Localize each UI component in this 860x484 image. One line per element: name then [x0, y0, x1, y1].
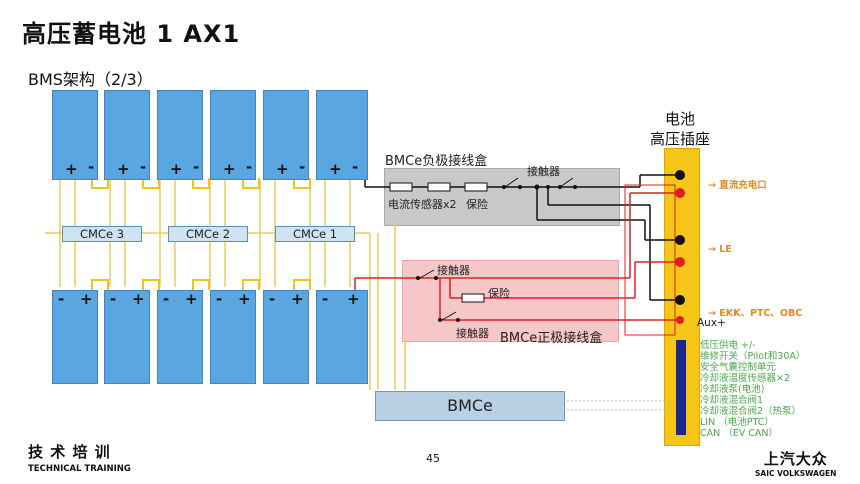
- output-le: → LE: [708, 244, 732, 255]
- lv-pin: 维修开关（Pilot和30A）: [700, 351, 806, 362]
- lv-pin: 冷却液温度传感器×2: [700, 373, 791, 384]
- positive-contactor-top-label: 接触器: [437, 264, 470, 277]
- minus-sign: -: [163, 290, 170, 308]
- plus-sign: +: [117, 160, 130, 178]
- page-subtitle: BMS架构（2/3）: [28, 70, 153, 89]
- lv-pin: 冷却液混合阀1: [700, 395, 764, 406]
- training-title: 技 术 培 训: [28, 443, 111, 461]
- output-dc-charge: → 直流充电口: [708, 180, 767, 191]
- aux-plus-label: Aux+: [697, 317, 726, 329]
- minus-sign: -: [58, 290, 65, 308]
- battery-cell: [157, 290, 203, 384]
- minus-sign: -: [246, 158, 253, 176]
- plus-sign: +: [170, 160, 183, 178]
- lv-signal-lines: [563, 400, 680, 411]
- minus-sign: -: [299, 158, 306, 176]
- lv-pin: 冷却液泵(电池): [700, 384, 765, 395]
- connector-title-line2: 高压插座: [649, 130, 710, 148]
- neg-components: [389, 177, 574, 192]
- plus-sign: +: [347, 290, 360, 308]
- connector-title-line1: 电池: [664, 110, 695, 128]
- connector-pins: [675, 170, 685, 324]
- cmce-module-3: CMCe 3: [62, 226, 142, 242]
- battery-cell: [157, 90, 203, 180]
- negative-hv-path: [364, 174, 680, 301]
- lv-pin: 冷却液混合阀2（热泵）: [700, 406, 802, 417]
- minus-sign: -: [110, 290, 117, 308]
- plus-sign: +: [223, 160, 236, 178]
- plus-sign: +: [65, 160, 78, 178]
- positive-fuse-label: 保险: [488, 287, 510, 300]
- minus-sign: -: [140, 158, 147, 176]
- plus-sign: +: [276, 160, 289, 178]
- battery-cell: [316, 90, 368, 180]
- battery-cell: [104, 290, 150, 384]
- negative-fuse-label: 保险: [466, 198, 488, 211]
- plus-sign: +: [185, 290, 198, 308]
- bus-bars: [91, 178, 311, 290]
- page-title: 高压蓄电池 1 AX1: [22, 20, 241, 48]
- lv-connector-strip: [676, 340, 686, 435]
- lv-pin: CAN （EV CAN）: [700, 428, 779, 439]
- cmce-module-1: CMCe 1: [275, 226, 355, 242]
- battery-cell: [52, 90, 98, 180]
- lv-pin: LIN （电池PTC）: [700, 417, 774, 428]
- minus-sign: -: [216, 290, 223, 308]
- positive-box-title: BMCe正极接线盒: [500, 331, 603, 346]
- battery-cell: [316, 290, 368, 384]
- positive-hv-path: [354, 192, 680, 321]
- positive-contactor-bottom-label: 接触器: [456, 327, 489, 340]
- minus-sign: -: [193, 158, 200, 176]
- output-ekk-ptc-obc: → EKK、PTC、OBC: [708, 308, 803, 319]
- plus-sign: +: [329, 160, 342, 178]
- negative-box-title: BMCe负极接线盒: [385, 154, 488, 169]
- battery-cell: [52, 290, 98, 384]
- minus-sign: -: [352, 158, 359, 176]
- minus-sign: -: [322, 290, 329, 308]
- page-number: 45: [426, 452, 440, 465]
- minus-sign: -: [88, 158, 95, 176]
- plus-sign: +: [291, 290, 304, 308]
- battery-cell: [210, 90, 256, 180]
- current-sensor-label: 电流传感器x2: [388, 198, 457, 211]
- brand-name: 上汽大众: [763, 450, 828, 468]
- training-logo: 技 术 培 训 TECHNICAL TRAINING: [28, 441, 131, 474]
- lv-pin: 低压供电 +/-: [700, 340, 756, 351]
- brand-logo: 上汽大众 SAIC VOLKSWAGEN: [755, 448, 836, 478]
- plus-sign: +: [238, 290, 251, 308]
- lv-pin: 安全气囊控制单元: [700, 362, 777, 373]
- plus-sign: +: [132, 290, 145, 308]
- bmce-module: BMCe: [375, 391, 565, 421]
- battery-cell: [104, 90, 150, 180]
- plus-sign: +: [80, 290, 93, 308]
- negative-contactor-label: 接触器: [527, 165, 560, 178]
- pos-components: [419, 269, 485, 321]
- cmce-module-2: CMCe 2: [168, 226, 248, 242]
- battery-cell: [263, 290, 309, 384]
- minus-sign: -: [269, 290, 276, 308]
- battery-cell: [263, 90, 309, 180]
- training-subtitle: TECHNICAL TRAINING: [28, 464, 131, 474]
- battery-cell: [210, 290, 256, 384]
- brand-subtitle: SAIC VOLKSWAGEN: [755, 469, 837, 478]
